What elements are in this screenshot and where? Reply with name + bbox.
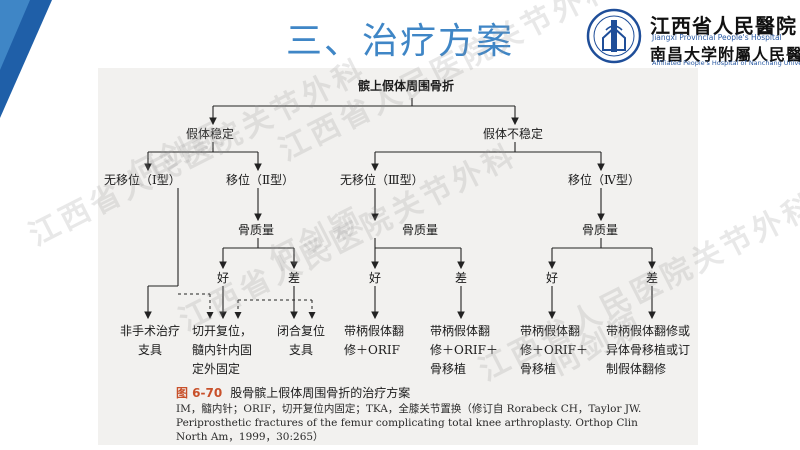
figure-label: 图 6-70: [176, 386, 223, 400]
leaf-revision-allograft: 带柄假体翻修或 异体骨移植或订 制假体翻修: [606, 322, 690, 379]
good-node-1: 好: [215, 270, 232, 286]
leaf-line: 修＋ORIF＋: [430, 343, 498, 357]
leaf-closed-reduction: 闭合复位 支具: [272, 322, 330, 360]
leaf-revision-orif-graft-2: 带柄假体翻 修＋ORIF＋ 骨移植: [520, 322, 588, 379]
type-2-node: 移位（Ⅱ型）: [224, 172, 297, 188]
bone-quality-node-2: 骨质量: [400, 222, 441, 238]
leaf-line: 骨移植: [430, 362, 467, 376]
leaf-line: 非手术治疗: [119, 324, 180, 338]
poor-node-2: 差: [453, 270, 470, 286]
root-node: 髌上假体周围骨折: [356, 78, 457, 94]
good-node-3: 好: [544, 270, 561, 286]
unstable-node: 假体不稳定: [481, 126, 546, 142]
leaf-nonsurgical: 非手术治疗 支具: [118, 322, 182, 360]
leaf-orif-im: 切开复位， 髓内针内固 定外固定: [192, 322, 252, 379]
leaf-line: 制假体翻修: [606, 362, 667, 376]
bone-quality-node-3: 骨质量: [580, 222, 621, 238]
hospital-name-en: Jiangxi Provincial People's Hospital: [652, 33, 782, 42]
leaf-line: 带柄假体翻修或: [606, 324, 691, 338]
leaf-line: 带柄假体翻: [430, 324, 491, 338]
leaf-line: 髓内针内固: [192, 343, 253, 357]
caption-text: 股骨髌上假体周围骨折的治疗方案: [230, 386, 411, 400]
hospital-name-cn: 江西省人民醫院: [650, 14, 797, 38]
leaf-revision-orif: 带柄假体翻 修＋ORIF: [344, 322, 404, 360]
good-node-2: 好: [367, 270, 384, 286]
leaf-line: 修＋ORIF: [344, 343, 400, 357]
type-3-node: 无移位（Ⅲ型）: [338, 172, 426, 188]
leaf-line: 带柄假体翻: [344, 324, 405, 338]
leaf-line: 骨移植: [520, 362, 557, 376]
corner-decoration: [0, 0, 52, 118]
type-1-node: 无移位（Ⅰ型）: [102, 172, 183, 188]
leaf-line: 闭合复位: [276, 324, 325, 338]
leaf-line: 修＋ORIF＋: [520, 343, 588, 357]
leaf-line: 异体骨移植或订: [606, 343, 691, 357]
flowchart-figure: 髌上假体周围骨折 假体稳定 假体不稳定 无移位（Ⅰ型） 移位（Ⅱ型） 无移位（Ⅲ…: [98, 68, 698, 445]
poor-node-1: 差: [286, 270, 303, 286]
leaf-line: 切开复位，: [192, 324, 253, 338]
leaf-line: 带柄假体翻: [520, 324, 581, 338]
leaf-revision-orif-graft-1: 带柄假体翻 修＋ORIF＋ 骨移植: [430, 322, 498, 379]
flowchart-connectors: [144, 98, 656, 320]
figure-caption-title: 图 6-70 股骨髌上假体周围骨折的治疗方案: [176, 384, 410, 401]
leaf-line: 支具: [288, 343, 313, 357]
bone-quality-node-1: 骨质量: [236, 222, 277, 238]
slide-title: 三、治疗方案: [285, 21, 514, 62]
stable-node: 假体稳定: [184, 126, 237, 142]
type-4-node: 移位（Ⅳ型）: [566, 172, 642, 188]
affiliated-hospital-name-en: Affiliated People's Hospital of Nanchang…: [652, 59, 800, 67]
leaf-line: 定外固定: [192, 362, 241, 376]
poor-node-3: 差: [644, 270, 661, 286]
hospital-emblem-icon: [586, 8, 642, 64]
affiliated-hospital-name-cn: 南昌大学附屬人民醫院: [650, 45, 800, 64]
figure-caption-body: IM，髓内针；ORIF，切开复位内固定；TKA，全膝关节置换（修订自 Rorab…: [176, 403, 642, 443]
leaf-line: 支具: [137, 343, 162, 357]
